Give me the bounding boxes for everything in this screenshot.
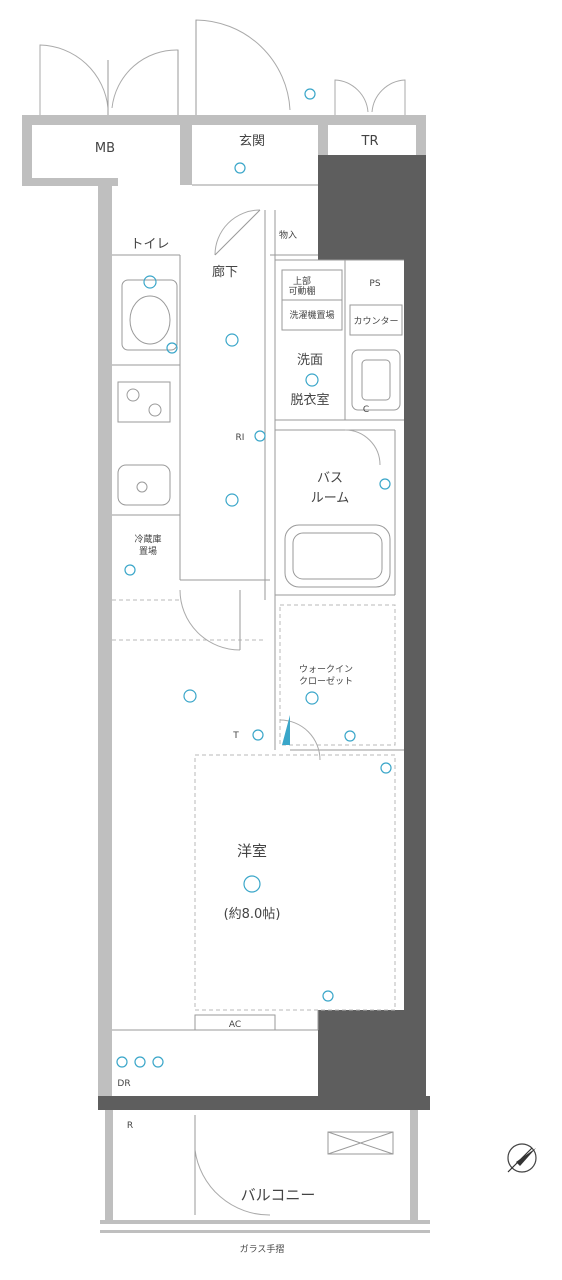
label-glass-railing: ガラス手摺	[240, 1243, 285, 1255]
light-fixture-icon	[143, 88, 319, 893]
stove-icon	[117, 381, 171, 423]
outlet-icon	[116, 342, 392, 1068]
label-sentakuki: 洗濯機置場	[289, 309, 334, 321]
room-label-senmen-2: 脱衣室	[290, 392, 329, 408]
room-label-senmen-1: 洗面	[297, 353, 323, 368]
room-label-youshitsu: 洋室	[237, 842, 267, 860]
label-dr: DR	[117, 1079, 130, 1089]
room-label-mb: MB	[95, 141, 115, 156]
sink-icon	[117, 464, 171, 506]
room-label-balcony: バルコニー	[241, 1186, 316, 1204]
label-kaidan-bottom: 可動棚	[288, 285, 315, 297]
room-label-walkin-1: ウォークイン	[299, 664, 353, 675]
label-kaidan-top: 上部	[293, 275, 311, 287]
label-ri: RI	[236, 433, 245, 443]
room-label-walkin-2: クローゼット	[299, 675, 353, 687]
interior-door-swings	[179, 209, 381, 1216]
label-reizouko-1: 冷蔵庫	[134, 533, 161, 545]
room-label-genkan: 玄関	[239, 134, 265, 149]
entrance-door-swings	[39, 19, 406, 115]
room-label-tr: TR	[361, 134, 379, 149]
label-reizouko-2: 置場	[139, 545, 157, 557]
walls	[22, 115, 430, 1233]
room-label-youshitsu-size: (約8.0帖)	[224, 907, 281, 922]
label-ps: PS	[369, 279, 380, 289]
balcony-ac-unit-icon	[327, 1131, 394, 1155]
internal-partitions	[112, 184, 404, 1031]
label-tel: T	[232, 731, 239, 741]
north-arrow-icon	[507, 1143, 537, 1173]
room-label-rouka: 廊下	[212, 264, 238, 280]
bathtub-icon	[284, 524, 391, 588]
room-label-bath-2: ルーム	[311, 491, 350, 506]
label-counter: カウンター	[353, 316, 398, 327]
room-label-shunou: 物入	[279, 229, 297, 241]
room-label-bath-1: バス	[317, 471, 343, 486]
wash-basin-icon	[351, 349, 401, 411]
room-label-toilet: トイレ	[130, 237, 169, 252]
label-r: R	[127, 1121, 133, 1131]
label-c: C	[363, 405, 369, 415]
toilet-icon	[121, 279, 178, 351]
label-ac: AC	[229, 1020, 241, 1030]
